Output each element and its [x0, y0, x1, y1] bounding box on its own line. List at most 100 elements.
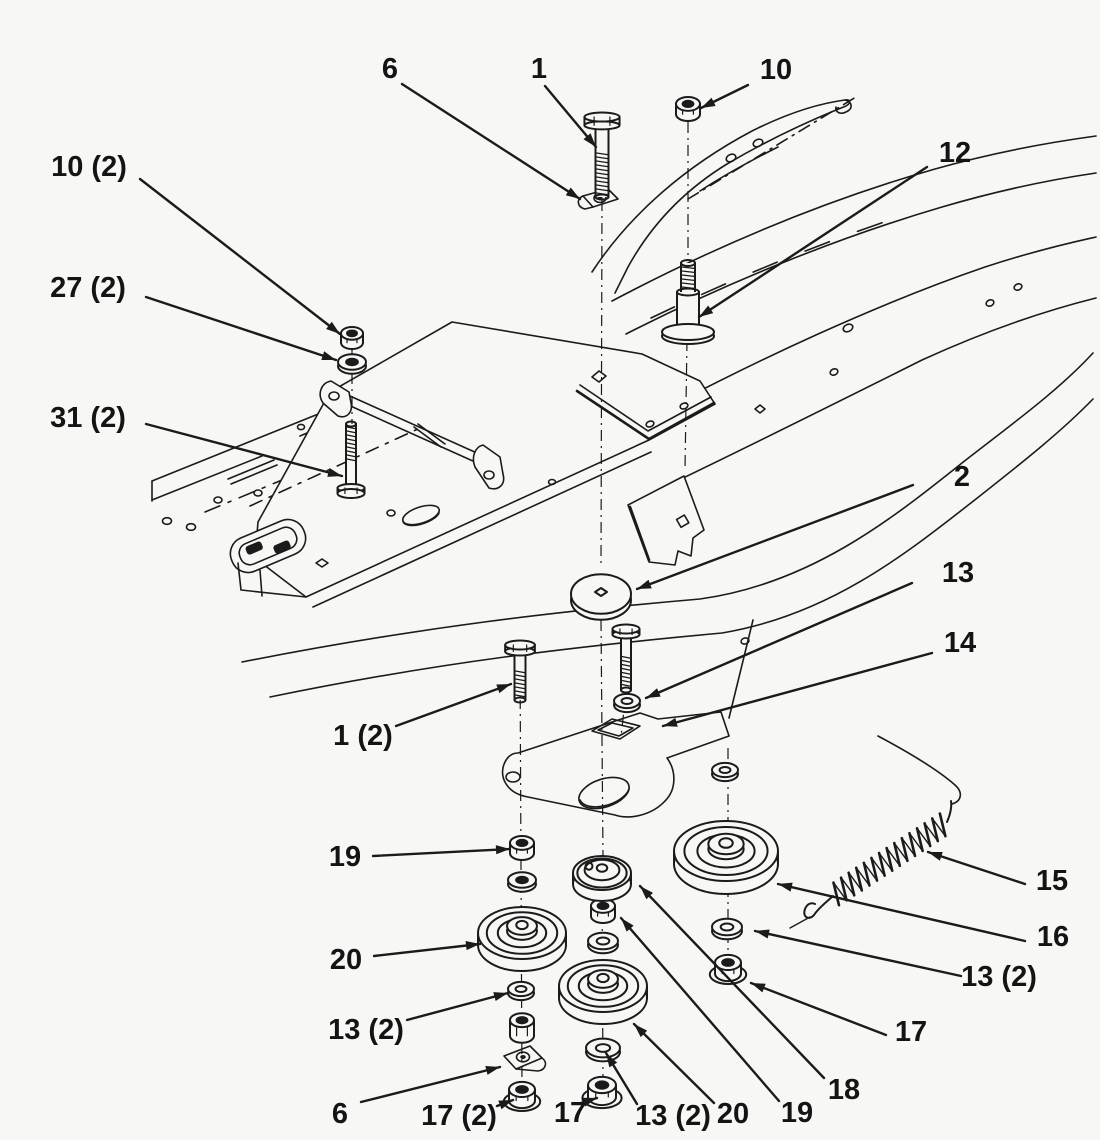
leader-line: [359, 1065, 502, 1104]
callout-19-left-label: 19: [329, 841, 361, 873]
leader-arrowhead: [495, 845, 510, 855]
part-18-flat-idler-pulley: [572, 855, 632, 902]
rail-hole: [1013, 282, 1023, 292]
part-14-idler-arm: [501, 711, 730, 818]
part-13-washer-arm: [711, 761, 739, 783]
part-spacer-nut-left: [509, 1012, 535, 1044]
callout-17-right: 17: [749, 981, 927, 1048]
leader-line: [749, 981, 888, 1037]
rail-hole: [985, 298, 995, 308]
part-13-washer: [613, 692, 641, 714]
callout-6-bottom-label: 6: [332, 1098, 348, 1130]
spring-anchor-rod: [877, 735, 962, 805]
part-13-washer-right: [711, 917, 743, 941]
part-17-flange-nut-right: [708, 953, 748, 985]
part-2-large-washer: [570, 573, 632, 621]
rail-4-top: [241, 352, 1094, 663]
callout-27-2: 27 (2): [50, 272, 338, 362]
arm-slot: [591, 718, 641, 740]
deck-hole: [645, 420, 655, 428]
deck-corner-lip-inner: [579, 384, 712, 432]
leader-arrowhead: [751, 983, 766, 993]
frame-hole: [296, 423, 306, 431]
arm-pivot-hole-depth: [579, 788, 630, 808]
callout-17-right-label: 17: [895, 1016, 927, 1048]
leader-arrowhead: [498, 1100, 513, 1110]
arm-pivot-hole: [578, 776, 630, 810]
leader-line: [372, 942, 482, 958]
leader-line: [635, 483, 915, 591]
frame-hole: [161, 516, 173, 526]
part-20-idler-pulley-center: [558, 959, 648, 1025]
leader-line: [776, 882, 1027, 943]
deck-hole: [547, 478, 557, 486]
hanger-mid-gusset: [413, 423, 446, 448]
deck-hole: [679, 402, 689, 410]
callout-14-label: 14: [944, 627, 976, 659]
leader-line: [661, 651, 934, 728]
callout-6-top: 6: [382, 53, 582, 201]
callout-12: 12: [697, 137, 971, 319]
deck-hole: [386, 509, 396, 517]
leader-line: [144, 295, 338, 362]
callout-19-center-label: 19: [781, 1097, 813, 1129]
callout-19-left: 19: [329, 841, 512, 873]
callout-1-top-label: 1: [531, 53, 547, 85]
callout-10-top-label: 10: [760, 54, 792, 86]
part-17-flange-nut-center: [581, 1075, 623, 1110]
callout-13-2-right-label: 13 (2): [961, 961, 1037, 993]
leader-arrowhead: [621, 918, 634, 932]
part-20-idler-pulley-left: [477, 906, 567, 972]
centerline: [600, 199, 603, 567]
part-10-locknut-left: [340, 325, 364, 351]
callout-16: 16: [776, 882, 1069, 953]
part-15-extension-spring: [789, 800, 953, 929]
callout-1-top: 1: [531, 53, 598, 149]
callout-15-label: 15: [1036, 865, 1068, 897]
upper-rail-blade: [591, 99, 851, 294]
left-rail-2: [151, 455, 263, 501]
callout-10-top: 10: [699, 54, 792, 110]
hanger-bar: [345, 395, 489, 467]
leader-arrowhead: [583, 133, 596, 147]
callout-10-2: 10 (2): [51, 151, 342, 336]
callout-18: 18: [638, 884, 860, 1106]
callout-17-center: 17: [554, 1096, 599, 1129]
leader-line: [371, 847, 512, 858]
leader-arrowhead: [321, 351, 336, 360]
leader-line: [400, 82, 582, 201]
rail-2-bottom: [625, 172, 1097, 335]
part-16-idler-pulley: [673, 820, 779, 895]
callout-1-2-label: 1 (2): [333, 720, 393, 752]
leader-arrowhead: [465, 941, 480, 951]
part-6-clip-bottom: [503, 1045, 547, 1072]
leader-arrowhead: [928, 852, 943, 861]
callout-15: 15: [926, 850, 1068, 897]
leader-arrowhead: [565, 187, 580, 199]
part-washer-center: [587, 931, 619, 955]
callout-13-2-right: 13 (2): [753, 929, 1037, 993]
frame-support-line: [728, 619, 754, 719]
part-1-bolt-second: [504, 639, 536, 704]
part-12-spacer: [661, 259, 715, 345]
callout-10-2-label: 10 (2): [51, 151, 127, 183]
left-rail-strips: [227, 409, 365, 485]
leader-line: [632, 1022, 716, 1105]
centerline: [600, 619, 604, 857]
callout-12-label: 12: [939, 137, 971, 169]
leader-arrowhead: [327, 467, 342, 477]
rail-2-dashes: [650, 214, 906, 319]
leader-line: [144, 422, 344, 478]
callout-13-2-left: 13 (2): [328, 991, 510, 1046]
rail-hole: [842, 323, 854, 333]
callout-13-2-center: 13 (2): [604, 1051, 711, 1132]
leader-arrowhead: [634, 1024, 648, 1038]
callout-18-label: 18: [828, 1074, 860, 1106]
rail-centerline: [687, 96, 857, 200]
callout-13-2-center-label: 13 (2): [635, 1100, 711, 1132]
leader-line: [619, 916, 781, 1103]
callout-17-2-label: 17 (2): [421, 1100, 497, 1132]
rail-2-top: [611, 135, 1097, 302]
